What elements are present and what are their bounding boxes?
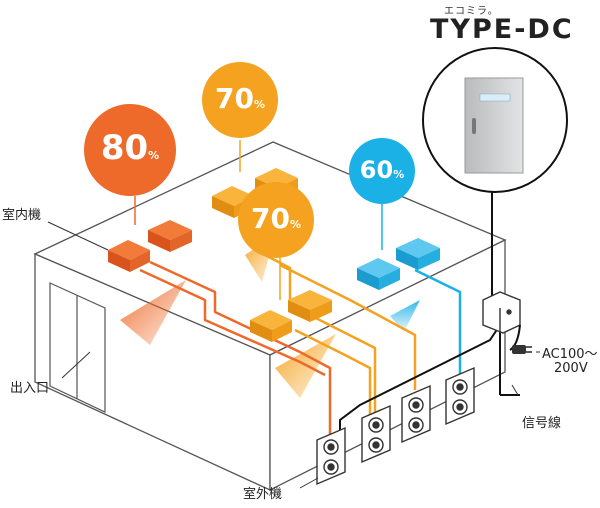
controller-box bbox=[482, 291, 521, 334]
power-plug-icon bbox=[509, 324, 532, 354]
outdoor-unit-4 bbox=[445, 366, 475, 426]
airflow-red bbox=[120, 280, 186, 345]
bubble-70b-value: 70% bbox=[251, 202, 301, 235]
bubble-80-circle bbox=[84, 104, 176, 196]
label-indoor-unit: 室内機 bbox=[2, 208, 42, 223]
airflow-blue bbox=[390, 300, 420, 332]
brand-title: TYPE-DC bbox=[430, 14, 574, 45]
bubble-stems bbox=[134, 140, 383, 300]
indoor-units bbox=[108, 168, 440, 342]
outdoor-unit-3 bbox=[401, 384, 431, 444]
entrance-door bbox=[49, 282, 106, 413]
label-signal-line: 信号線 bbox=[522, 416, 562, 431]
bubble-60-circle bbox=[349, 138, 415, 204]
panel-callout bbox=[422, 47, 568, 193]
bubble-80-value: 80% bbox=[100, 128, 160, 168]
label-power-1: AC100～ bbox=[542, 347, 598, 362]
bubble-60-value: 60% bbox=[359, 156, 405, 184]
brand-subtitle: エコミラ。 bbox=[444, 6, 499, 17]
pipe-blue bbox=[414, 268, 462, 400]
pipe-red-2 bbox=[139, 268, 326, 377]
indoor-unit-orange-4 bbox=[288, 290, 332, 322]
indoor-unit-blue-2 bbox=[396, 238, 440, 270]
label-power-2: 200V bbox=[554, 361, 588, 376]
outdoor-unit-1 bbox=[316, 426, 346, 486]
bubble-70a-value: 70% bbox=[215, 82, 265, 115]
indoor-unit-red-1 bbox=[108, 240, 150, 272]
indoor-unit-orange-3 bbox=[250, 310, 292, 342]
outdoor-unit-2 bbox=[361, 404, 391, 464]
indoor-unit-blue-1 bbox=[357, 258, 400, 290]
label-entrance: 出入口 bbox=[10, 381, 50, 396]
bubble-70a-circle bbox=[202, 62, 278, 138]
bubble-70b-circle bbox=[238, 182, 314, 258]
pipe-orange-b bbox=[279, 263, 417, 390]
indoor-unit-red-2 bbox=[148, 220, 192, 252]
outdoor-units bbox=[316, 366, 475, 486]
label-outdoor-unit: 室外機 bbox=[243, 487, 283, 502]
